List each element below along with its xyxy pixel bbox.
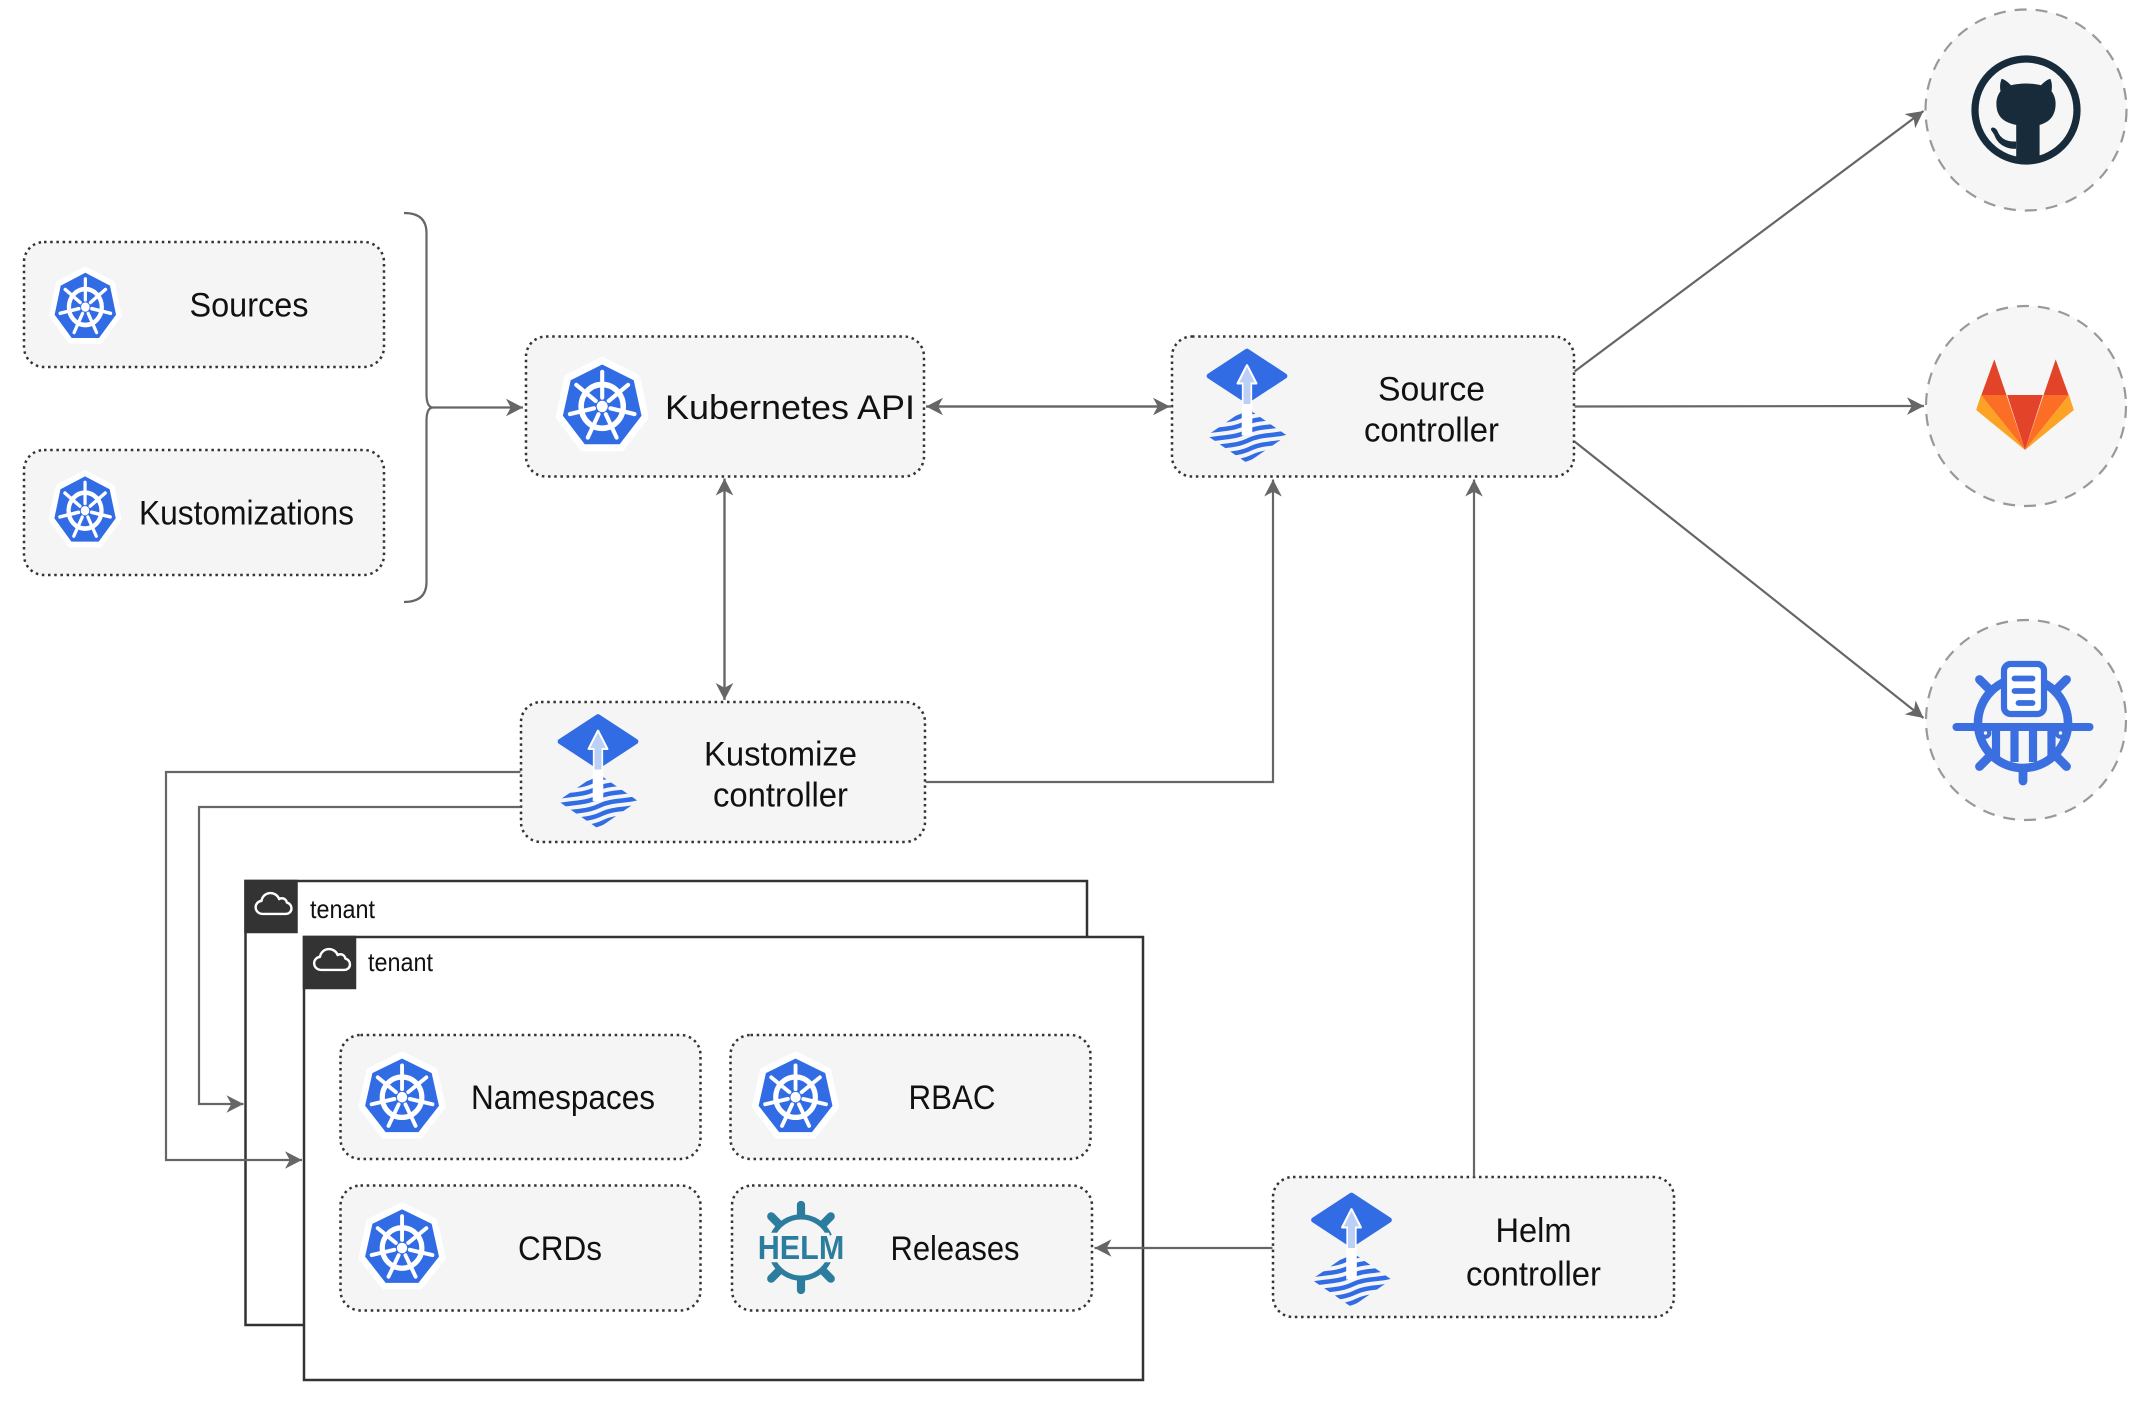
svg-text:tenant: tenant xyxy=(310,894,376,924)
svg-text:RBAC: RBAC xyxy=(909,1079,996,1117)
svg-text:Releases: Releases xyxy=(891,1230,1020,1268)
svg-text:Kustomize: Kustomize xyxy=(704,736,857,774)
svg-text:Kubernetes API: Kubernetes API xyxy=(665,389,915,427)
svg-text:tenant: tenant xyxy=(368,947,434,977)
svg-text:Kustomizations: Kustomizations xyxy=(139,495,354,533)
svg-text:Source: Source xyxy=(1378,371,1485,409)
svg-text:Namespaces: Namespaces xyxy=(471,1079,655,1117)
svg-text:Helm: Helm xyxy=(1496,1212,1572,1250)
svg-text:CRDs: CRDs xyxy=(518,1230,602,1268)
svg-text:controller: controller xyxy=(1466,1256,1601,1294)
svg-text:controller: controller xyxy=(713,777,848,815)
svg-text:Sources: Sources xyxy=(190,287,309,325)
svg-text:controller: controller xyxy=(1364,412,1499,450)
